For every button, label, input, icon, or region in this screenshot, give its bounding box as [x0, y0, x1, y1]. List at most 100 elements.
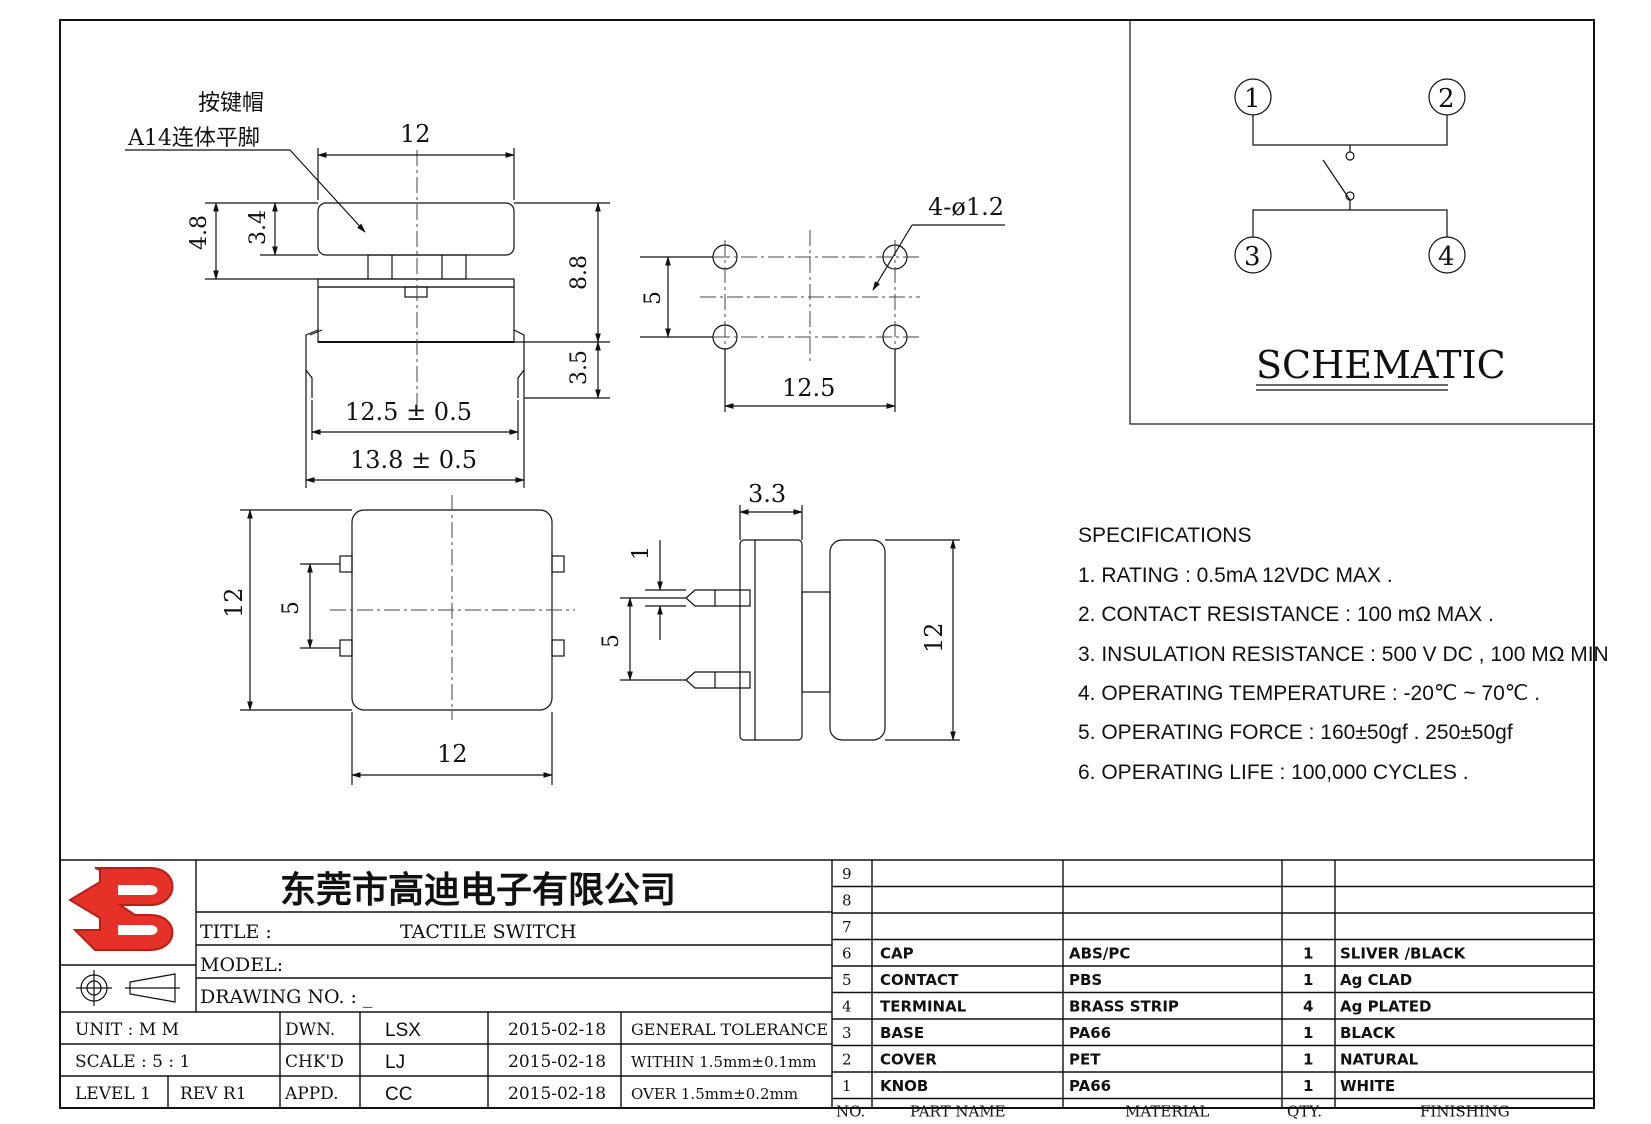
tolerance-general: GENERAL TOLERANCE: [631, 1020, 828, 1039]
tolerance-over: OVER 1.5mm±0.2mm: [631, 1085, 798, 1103]
pin-2-label: 2: [1438, 84, 1455, 114]
pin-4-label: 4: [1438, 242, 1455, 272]
bom-cell-no: 9: [842, 865, 852, 883]
bom-cell-finish: Ag CLAD: [1340, 971, 1412, 989]
bom-cell-finish: SLIVER /BLACK: [1340, 945, 1467, 963]
bom-cell-no: 5: [842, 971, 852, 989]
bom-cell-no: 7: [842, 918, 852, 936]
dim-outer-span: 13.8 ± 0.5: [350, 446, 477, 474]
dim-total-cap: 4.8: [187, 215, 212, 250]
spec-item: 4. OPERATING TEMPERATURE : -20℃ ~ 70℃ .: [1078, 682, 1540, 705]
unit-cell: UNIT : M M: [75, 1020, 179, 1040]
projection-symbol: [76, 970, 180, 1006]
dim-bottom-h: 12: [220, 587, 248, 618]
bom-cell-material: PET: [1069, 1051, 1101, 1069]
bom-cell-qty: 1: [1303, 971, 1313, 989]
bom-cell-qty: 1: [1303, 1024, 1313, 1042]
bom-header: NO.: [836, 1103, 865, 1121]
dim-pin-length: 3.5: [567, 350, 592, 385]
bom-cell-part: COVER: [880, 1051, 937, 1069]
bom-cell-no: 4: [842, 998, 852, 1016]
side-view: 3.3 1 5 12: [599, 480, 960, 741]
pin-1-label: 1: [1244, 84, 1261, 114]
knob-cap: [317, 202, 515, 256]
bom-cell-qty: 1: [1303, 1051, 1313, 1069]
title-block: 东莞市高迪电子有限公司 TITLE : TACTILE SWITCH MODEL…: [60, 859, 1594, 1108]
annotation-cn-1: 按键帽: [198, 91, 264, 116]
bom-cell-material: BRASS STRIP: [1069, 998, 1179, 1016]
bom-cell-no: 1: [842, 1077, 852, 1095]
chk-name: LJ: [385, 1052, 405, 1073]
schematic-frame: [1129, 19, 1595, 425]
dim-side-top: 3.3: [748, 480, 786, 508]
hole-pattern-view: 5 12.5 4-ø1.2: [640, 193, 1005, 412]
bom-cell-material: PA66: [1069, 1024, 1111, 1042]
bottom-view: 12 5 12: [220, 495, 575, 785]
bom-header: MATERIAL: [1125, 1103, 1209, 1121]
bom-header: QTY.: [1287, 1103, 1322, 1121]
dim-bottom-w: 12: [437, 740, 468, 768]
annotation-cn-2: A14连体平脚: [127, 126, 260, 151]
model-label: MODEL:: [200, 954, 283, 976]
switch-contact: [1322, 159, 1351, 201]
company-name: 东莞市高迪电子有限公司: [280, 870, 676, 911]
bom-cell-part: BASE: [880, 1024, 924, 1042]
dim-hole-spec: 4-ø1.2: [928, 193, 1004, 221]
spec-item: 6. OPERATING LIFE : 100,000 CYCLES .: [1078, 761, 1469, 784]
dim-body-height: 8.8: [567, 255, 592, 290]
bom-cell-material: PBS: [1069, 971, 1102, 989]
spec-heading: SPECIFICATIONS: [1078, 524, 1251, 547]
bom-cell-no: 6: [842, 945, 852, 963]
bom-cell-qty: 4: [1303, 998, 1313, 1016]
dim-hole-h: 12.5: [782, 374, 835, 402]
front-view: 按键帽 A14连体平脚 12 4.8 3.4 8.8 3.5 12.5 ± 0.…: [125, 91, 610, 488]
bom-cell-qty: 1: [1303, 1077, 1313, 1095]
rev-cell: REV R1: [180, 1084, 247, 1104]
dim-bottom-pin-v: 5: [279, 601, 304, 615]
spec-item: 3. INSULATION RESISTANCE : 500 V DC , 10…: [1078, 643, 1609, 666]
dim-hole-v: 5: [641, 291, 666, 305]
bom-cell-part: KNOB: [880, 1077, 928, 1095]
drawing-no-label: DRAWING NO. : _: [200, 986, 373, 1008]
dim-cap-height: 3.4: [246, 210, 271, 245]
dwn-label: DWN.: [285, 1020, 335, 1040]
side-body: [739, 539, 803, 741]
company-logo: [68, 867, 174, 951]
bom-cell-material: ABS/PC: [1069, 945, 1130, 963]
bom-cell-finish: Ag PLATED: [1340, 998, 1432, 1016]
appd-name: CC: [385, 1084, 412, 1105]
right-pin: [513, 329, 525, 398]
chk-label: CHK'D: [285, 1052, 344, 1072]
bom-cell-part: CONTACT: [880, 971, 959, 989]
level-cell: LEVEL 1: [75, 1084, 151, 1104]
bom-cell-finish: NATURAL: [1340, 1051, 1419, 1069]
bom-header: PART NAME: [910, 1103, 1006, 1121]
spec-item: 5. OPERATING FORCE : 160±50gf . 250±50gf: [1078, 721, 1513, 744]
spec-item: 2. CONTACT RESISTANCE : 100 mΩ MAX .: [1078, 603, 1494, 626]
switch-body: [317, 286, 515, 343]
chk-date: 2015-02-18: [508, 1052, 606, 1072]
spec-item: 1. RATING : 0.5mA 12VDC MAX .: [1078, 564, 1393, 587]
dim-top-width: 12: [400, 120, 431, 148]
appd-date: 2015-02-18: [508, 1084, 606, 1104]
bom-cell-part: CAP: [880, 945, 914, 963]
bom-cell-material: PA66: [1069, 1077, 1111, 1095]
side-cap: [829, 539, 886, 741]
dim-side-pin-t: 1: [629, 546, 654, 560]
sheet-border: [59, 19, 1595, 1109]
dwn-name: LSX: [385, 1020, 421, 1041]
left-pin: [305, 329, 319, 398]
appd-label: APPD.: [284, 1084, 339, 1104]
bom-cell-no: 3: [842, 1024, 852, 1042]
bom-cell-qty: 1: [1303, 945, 1313, 963]
dim-side-h: 12: [920, 622, 948, 653]
bom-cell-part: TERMINAL: [880, 998, 967, 1016]
bom-cell-no: 2: [842, 1051, 852, 1069]
dim-side-pin-v: 5: [599, 634, 624, 648]
dim-pin-span: 12.5 ± 0.5: [345, 398, 472, 426]
bom-cell-finish: WHITE: [1340, 1077, 1395, 1095]
pin-3-label: 3: [1244, 242, 1261, 272]
scale-cell: SCALE : 5 : 1: [75, 1052, 190, 1072]
